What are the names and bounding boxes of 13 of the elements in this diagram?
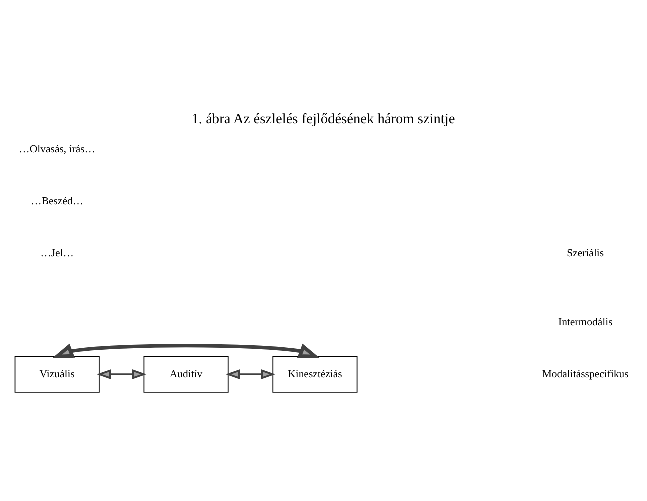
node-box: Vizuális xyxy=(14,356,100,393)
arrow xyxy=(96,369,147,380)
label: Szeriális xyxy=(567,247,604,260)
label: Modalitásspecifikus xyxy=(542,368,629,380)
arrow xyxy=(226,369,276,380)
label: …Olvasás, írás… xyxy=(19,144,96,156)
arrow xyxy=(52,344,320,359)
diagram-title: 1. ábra Az észlelés fejlődésének három szintje xyxy=(192,112,456,128)
node-box: Auditív xyxy=(144,356,229,393)
label: …Beszéd… xyxy=(31,195,84,208)
node-box: Kinesztéziás xyxy=(272,356,358,393)
label: …Jel… xyxy=(40,247,74,260)
label: Intermodális xyxy=(558,316,613,328)
